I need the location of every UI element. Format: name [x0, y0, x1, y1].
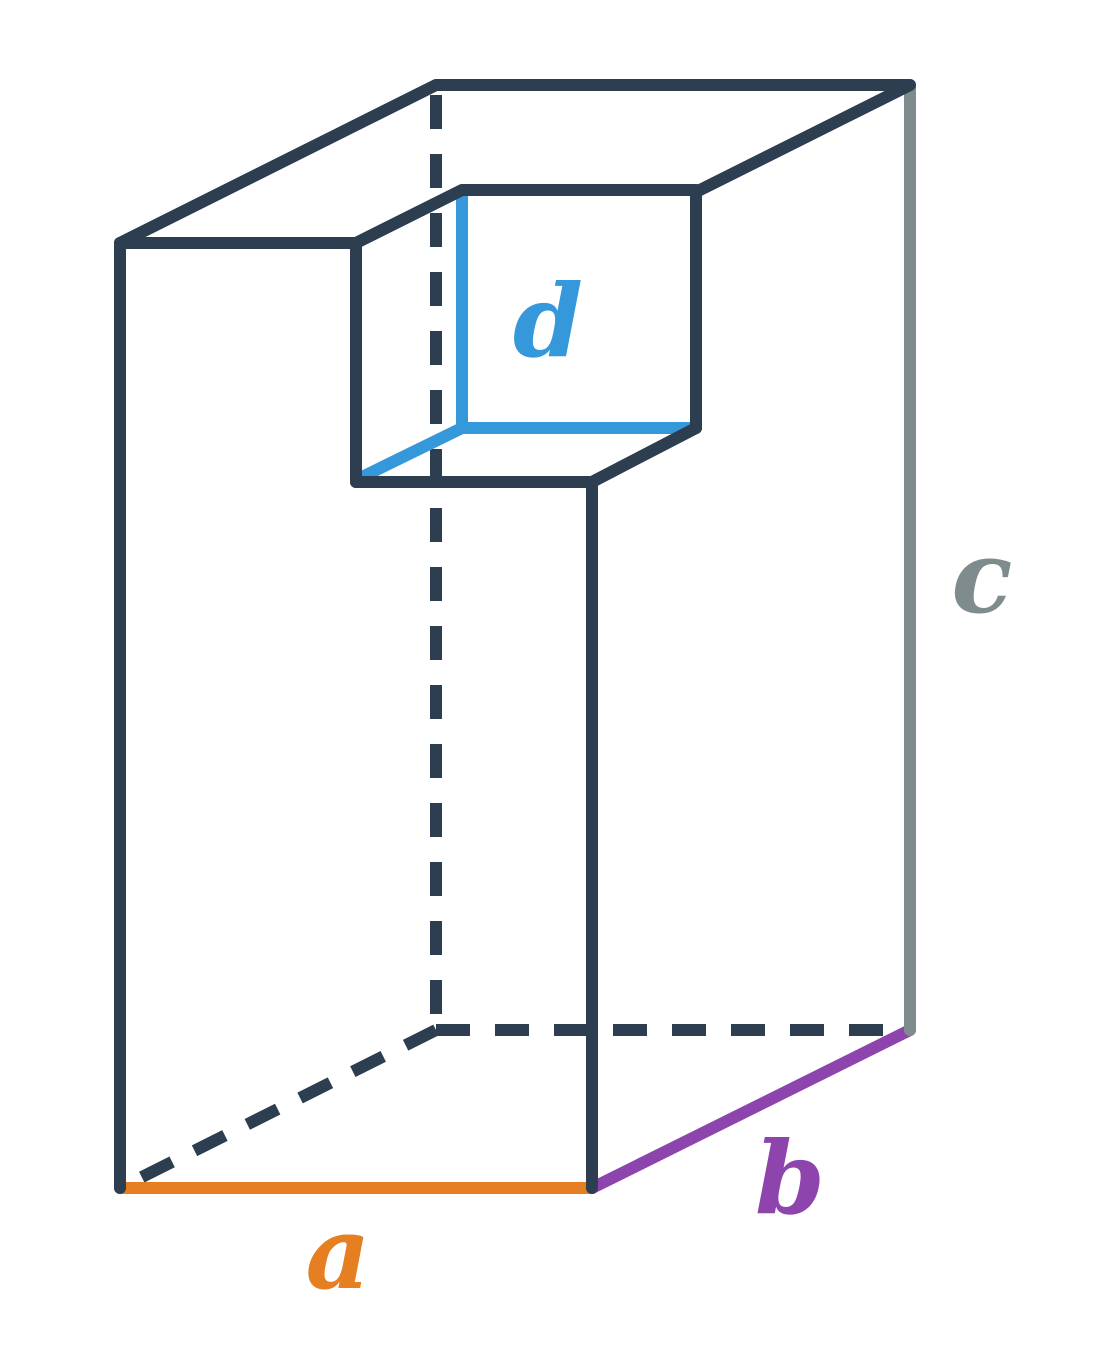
label-a: a — [306, 1194, 371, 1312]
edge-d-notch-depth — [350, 422, 468, 486]
edge-labels: a b c d — [306, 262, 1013, 1312]
visible-edges — [114, 79, 916, 1194]
label-d: d — [513, 262, 583, 380]
label-c: c — [952, 518, 1013, 636]
hidden-left-bottom-depth-edge — [117, 1024, 439, 1194]
hidden-edges — [117, 95, 910, 1194]
highlighted-edges — [114, 79, 916, 1194]
label-b: b — [755, 1119, 825, 1237]
notch-right-depth-edge — [586, 422, 702, 488]
top-face-outline — [114, 79, 916, 249]
edge-b — [586, 1024, 916, 1194]
notch-top-outline — [350, 184, 702, 249]
